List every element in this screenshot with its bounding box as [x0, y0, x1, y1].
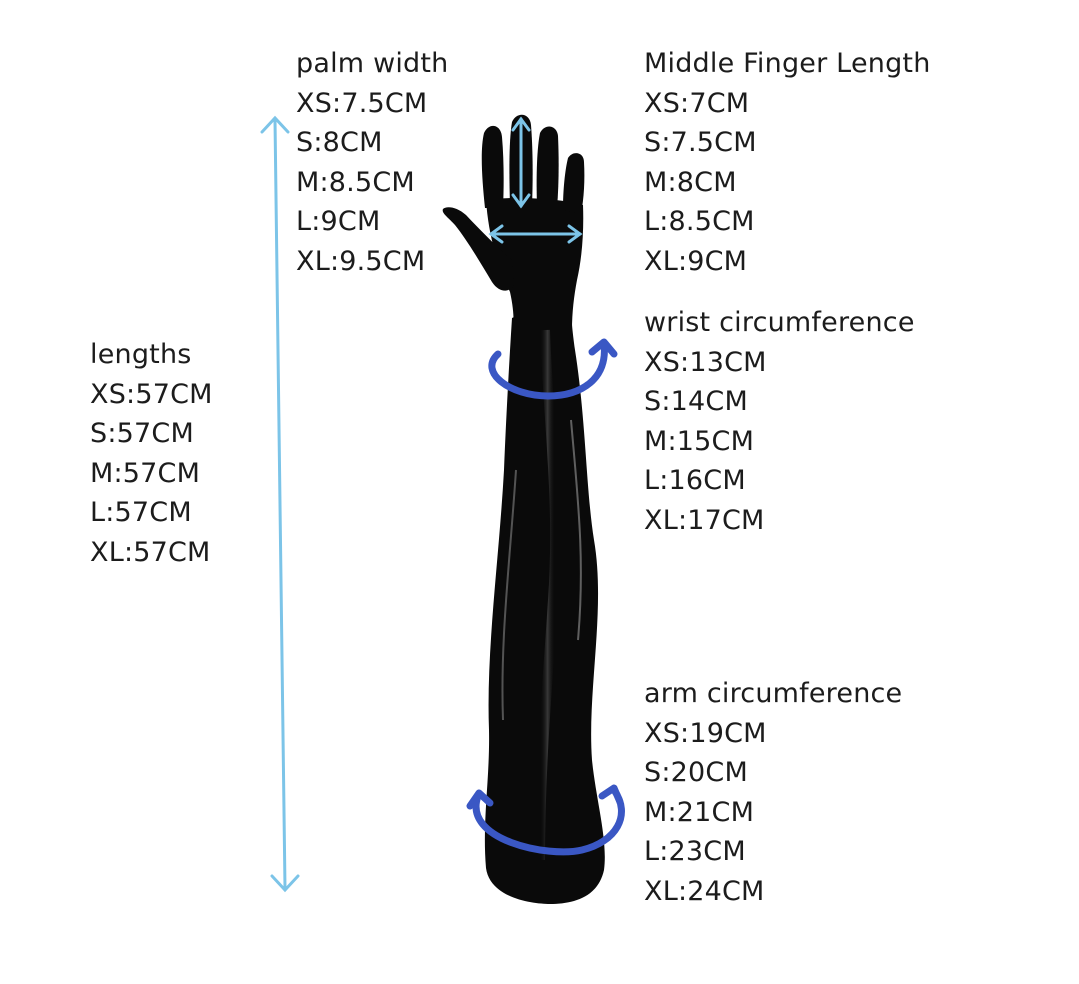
- arm-size-m: M:21CM: [644, 796, 755, 828]
- glove-highlight: [501, 469, 517, 721]
- palm-width-size-m: M:8.5CM: [296, 166, 415, 198]
- arm-circumference-spec: arm circumference XS:19CM S:20CM M:21CM …: [644, 674, 902, 911]
- glove-ring-finger: [536, 126, 559, 208]
- long-glove-illustration: [442, 114, 605, 904]
- middle-finger-length-title: Middle Finger Length: [644, 48, 931, 79]
- glove-sleeve: [484, 290, 605, 904]
- lengths-size-l: L:57CM: [90, 497, 192, 528]
- palm-width-size-l: L:9CM: [296, 206, 381, 237]
- wrist-size-xs: XS:13CM: [644, 346, 767, 378]
- wrist-circumference-spec: wrist circumference XS:13CM S:14CM M:15C…: [644, 303, 915, 540]
- middle-finger-length-spec: Middle Finger Length XS:7CM S:7.5CM M:8C…: [644, 44, 931, 281]
- palm-width-title: palm width: [296, 48, 449, 79]
- wrist-size-l: L:16CM: [644, 465, 746, 496]
- wrist-size-xl: XL:17CM: [644, 504, 765, 536]
- wrist-circumference-title: wrist circumference: [644, 307, 915, 338]
- palm-width-measure: [488, 224, 583, 244]
- arm-size-xs: XS:19CM: [644, 717, 767, 749]
- middle-finger-measure: [511, 116, 531, 209]
- palm-width-size-s: S:8CM: [296, 127, 383, 158]
- middle-finger-size-l: L:8.5CM: [644, 206, 755, 237]
- middle-finger-arrowhead-bottom: [511, 193, 531, 209]
- arm-arc: [472, 786, 625, 856]
- glove-index-finger: [481, 125, 504, 208]
- palm-width-arrowhead-right: [567, 224, 583, 244]
- glove-highlight: [535, 329, 561, 861]
- length-measure-line: [260, 115, 300, 893]
- glove-highlight: [570, 419, 582, 641]
- middle-finger-arrowhead-top: [511, 116, 531, 132]
- lengths-size-s: S:57CM: [90, 418, 194, 449]
- wrist-arc: [488, 340, 608, 400]
- arm-circumference-title: arm circumference: [644, 678, 903, 709]
- middle-finger-size-xs: XS:7CM: [644, 87, 750, 119]
- arm-circumference-arrow: [466, 784, 625, 856]
- wrist-size-s: S:14CM: [644, 386, 748, 417]
- length-arrowhead-top: [260, 115, 290, 134]
- middle-finger-size-m: M:8CM: [644, 166, 737, 198]
- arm-size-l: L:23CM: [644, 836, 746, 867]
- arm-size-xl: XL:24CM: [644, 875, 765, 907]
- glove-thumb: [442, 207, 514, 291]
- middle-finger-size-s: S:7.5CM: [644, 127, 757, 158]
- arm-size-s: S:20CM: [644, 757, 748, 788]
- wrist-arrowhead: [588, 338, 618, 358]
- palm-width-spec: palm width XS:7.5CM S:8CM M:8.5CM L:9CM …: [296, 44, 449, 281]
- length-line: [273, 118, 287, 890]
- lengths-size-m: M:57CM: [90, 457, 201, 489]
- palm-width-size-xl: XL:9.5CM: [296, 245, 426, 277]
- wrist-size-m: M:15CM: [644, 425, 755, 457]
- arm-arrowhead-left: [466, 789, 494, 810]
- lengths-size-xl: XL:57CM: [90, 536, 211, 568]
- palm-width-size-xs: XS:7.5CM: [296, 87, 428, 119]
- lengths-title: lengths: [90, 339, 192, 370]
- glove-palm: [486, 197, 584, 330]
- arm-arrowhead-right: [598, 784, 624, 806]
- middle-finger-size-xl: XL:9CM: [644, 245, 748, 277]
- palm-width-arrowhead-left: [488, 224, 504, 244]
- glove-pinky-finger: [563, 153, 585, 214]
- length-arrowhead-bottom: [270, 874, 300, 893]
- lengths-size-xs: XS:57CM: [90, 378, 213, 410]
- wrist-circumference-arrow: [488, 338, 618, 400]
- lengths-spec: lengths XS:57CM S:57CM M:57CM L:57CM XL:…: [90, 335, 213, 572]
